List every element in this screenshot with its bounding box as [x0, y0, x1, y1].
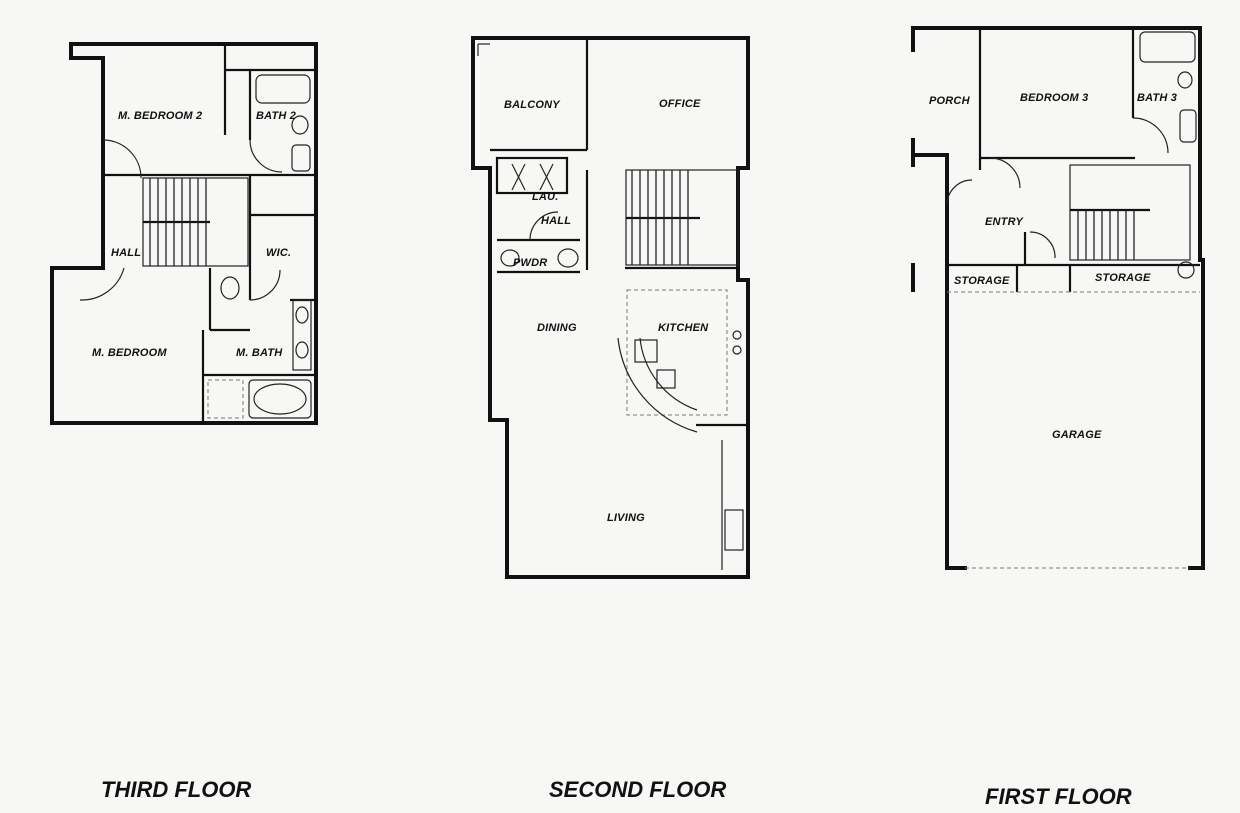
room-label-master-bedroom: M. BEDROOM	[92, 347, 167, 359]
room-label-bath-3: BATH 3	[1137, 92, 1177, 104]
first-floor-plan: PORCH BEDROOM 3 BATH 3 ENTRY STORAGE STO…	[911, 26, 1205, 570]
room-label-powder: PWDR	[513, 257, 547, 269]
floor-title-second: SECOND FLOOR	[549, 777, 726, 802]
room-label-kitchen: KITCHEN	[658, 322, 709, 334]
floor-title-first: FIRST FLOOR	[985, 784, 1132, 809]
room-label-porch: PORCH	[929, 95, 971, 107]
room-label-bath-2: BATH 2	[256, 110, 296, 122]
room-label-storage-left: STORAGE	[954, 275, 1010, 287]
room-label-storage-right: STORAGE	[1095, 272, 1151, 284]
room-label-bedroom-3: BEDROOM 3	[1020, 92, 1088, 104]
floor-title-third: THIRD FLOOR	[101, 777, 251, 802]
room-label-laundry: LAU.	[532, 191, 558, 203]
room-label-entry: ENTRY	[985, 216, 1025, 228]
room-label-wic: WIC.	[266, 247, 291, 259]
room-label-living: LIVING	[607, 512, 645, 524]
room-label-garage: GARAGE	[1052, 429, 1102, 441]
room-label-hall: HALL	[111, 247, 141, 259]
second-floor-plan: BALCONY OFFICE LAU. HALL PWDR DINING KIT…	[471, 36, 750, 579]
room-label-master-bedroom-2: M. BEDROOM 2	[118, 110, 202, 122]
room-label-dining: DINING	[537, 322, 577, 334]
room-label-office: OFFICE	[659, 98, 701, 110]
room-label-balcony: BALCONY	[504, 99, 561, 111]
room-label-hall-2: HALL	[541, 215, 571, 227]
room-label-master-bath: M. BATH	[236, 347, 283, 359]
third-floor-plan: M. BEDROOM 2 BATH 2 HALL WIC. M. BEDROOM…	[50, 42, 318, 425]
